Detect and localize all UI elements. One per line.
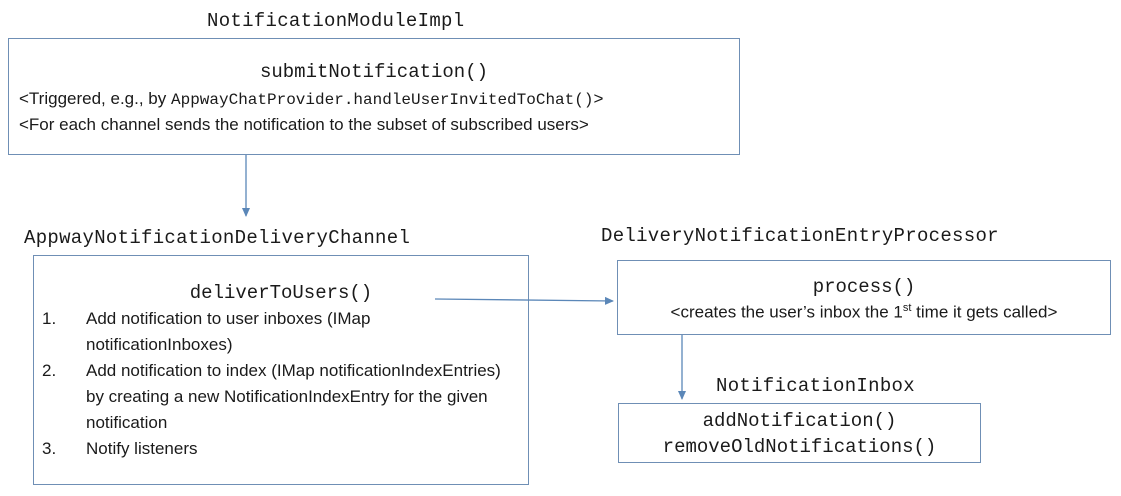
delivery-channel-title: AppwayNotificationDeliveryChannel — [24, 227, 411, 249]
list-item: 3.Notify listeners — [42, 439, 198, 458]
inbox-box: addNotification() removeOldNotifications… — [618, 403, 981, 463]
remove-old-notifications-method: removeOldNotifications() — [662, 436, 937, 458]
module-impl-box: submitNotification() <Triggered, e.g., b… — [8, 38, 740, 155]
delivery-channel-box: deliverToUsers() 1.Add notification to u… — [33, 255, 529, 485]
arrow-channel-to-processor — [434, 296, 614, 305]
for-each-channel-line: <For each channel sends the notification… — [19, 115, 589, 134]
creates-inbox-line: <creates the user’s inbox the 1st time i… — [670, 302, 1058, 322]
delivery-steps-list: 1.Add notification to user inboxes (IMap… — [42, 306, 518, 462]
deliver-to-users-method: deliverToUsers() — [189, 282, 373, 304]
module-impl-title: NotificationModuleImpl — [207, 10, 465, 32]
inbox-title: NotificationInbox — [716, 375, 915, 397]
entry-processor-title: DeliveryNotificationEntryProcessor — [601, 225, 999, 247]
list-item: 2.Add notification to index (IMap notifi… — [42, 361, 501, 432]
list-item: 1.Add notification to user inboxes (IMap… — [42, 309, 371, 354]
submit-notification-method: submitNotification() — [259, 61, 489, 83]
add-notification-method: addNotification() — [702, 410, 897, 432]
entry-processor-box: process() <creates the user’s inbox the … — [617, 260, 1111, 335]
triggered-by-line: <Triggered, e.g., by AppwayChatProvider.… — [19, 89, 604, 109]
process-method: process() — [812, 276, 916, 298]
